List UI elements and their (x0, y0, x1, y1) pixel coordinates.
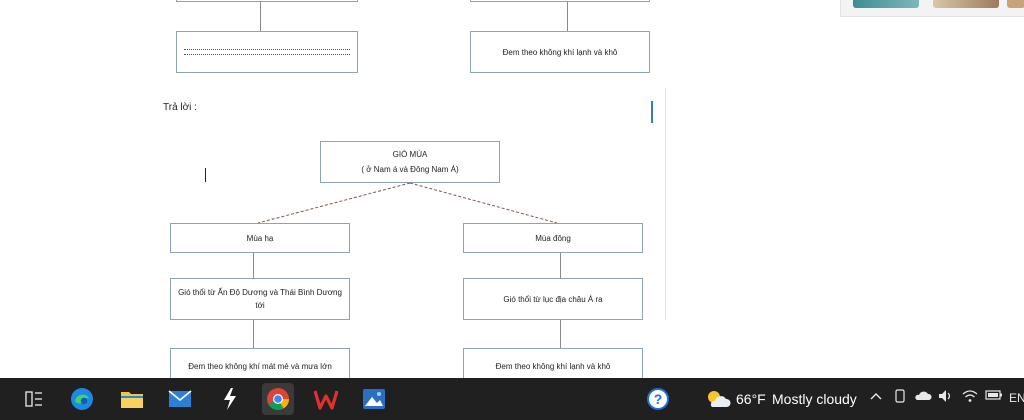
winter-source-text: Gió thổi từ lục địa châu Á ra (503, 294, 603, 304)
partly-cloudy-icon[interactable] (702, 383, 734, 415)
page-edge-line (665, 88, 666, 320)
dotted-answer-line (184, 54, 350, 55)
top-left-box-stub (176, 0, 358, 2)
connector-line (560, 253, 561, 278)
connector-line (567, 2, 568, 31)
thumbnail-preview[interactable] (853, 0, 919, 8)
winter-label: Mùa đông (535, 233, 571, 243)
summer-label: Mùa hạ (246, 233, 274, 243)
summer-source-text: Gió thổi từ Ấn Độ Dương và Thái Bình Dươ… (178, 288, 342, 310)
edge-icon[interactable] (66, 383, 98, 415)
connector-line (253, 320, 254, 348)
answer-label: Trả lời : (163, 102, 197, 113)
connector-line (253, 253, 254, 278)
chevron-up-icon[interactable] (870, 389, 882, 404)
root-subtitle: ( ở Nam á và Đông Nam Á) (361, 165, 459, 174)
top-right-box-stub (470, 0, 650, 2)
thumbnail-preview[interactable] (1007, 0, 1024, 8)
winter-effect-box: Đem theo không khí lạnh và khô (463, 348, 643, 378)
folder-icon[interactable] (116, 383, 148, 415)
summer-effect-box: Đem theo không khí mát mẻ và mưa lớn (170, 348, 350, 378)
summer-effect-text: Đem theo không khí mát mẻ và mưa lớn (188, 361, 332, 371)
language-indicator[interactable]: EN (1009, 391, 1024, 405)
help-icon[interactable]: ? (642, 383, 674, 415)
thumbnail-preview[interactable] (933, 0, 999, 8)
svg-text:?: ? (654, 391, 663, 407)
windows-taskbar: ? 66°F Mostly cloudy EN (0, 378, 1024, 420)
left-branch-line (257, 182, 411, 224)
connector-line (560, 320, 561, 348)
wifi-icon[interactable] (962, 389, 978, 406)
mail-icon[interactable] (164, 383, 196, 415)
battery-icon[interactable] (985, 389, 1003, 404)
photos-icon[interactable] (358, 383, 390, 415)
weather-condition[interactable]: Mostly cloudy (772, 391, 857, 407)
connector-line (260, 2, 261, 31)
mouse-text-cursor (205, 168, 206, 182)
summer-source-box: Gió thổi từ Ấn Độ Dương và Thái Bình Dươ… (170, 278, 350, 320)
thumbnail-strip[interactable] (840, 0, 1024, 17)
winter-season-box: Mùa đông (463, 223, 643, 253)
right-branch-line (409, 182, 558, 224)
top-right-effect-box: Đem theo không khí lạnh và khô (470, 31, 650, 73)
effect-text: Đem theo không khí lạnh và khô (502, 47, 618, 57)
summer-season-box: Mùa hạ (170, 223, 350, 253)
root-title: GIÓ MÙA (392, 150, 428, 159)
dotted-answer-line (184, 49, 350, 50)
winter-source-box: Gió thổi từ lục địa châu Á ra (463, 278, 643, 320)
weather-temperature[interactable]: 66°F (736, 391, 766, 407)
task-view-icon[interactable] (18, 383, 50, 415)
chrome-icon[interactable] (262, 383, 294, 415)
text-caret (651, 101, 653, 123)
lightning-icon[interactable] (214, 383, 246, 415)
branch-connectors (257, 182, 558, 224)
top-left-blank-box (176, 31, 358, 73)
device-icon[interactable] (893, 389, 907, 406)
wps-icon[interactable] (310, 383, 342, 415)
winter-effect-text: Đem theo không khí lạnh và khô (495, 361, 611, 371)
root-box-gio-mua: GIÓ MÙA ( ở Nam á và Đông Nam Á) (320, 141, 500, 183)
document-page: Đem theo không khí lạnh và khô Trả lời :… (163, 0, 1024, 378)
onedrive-cloud-icon[interactable] (914, 389, 932, 404)
speaker-icon[interactable] (938, 389, 954, 406)
